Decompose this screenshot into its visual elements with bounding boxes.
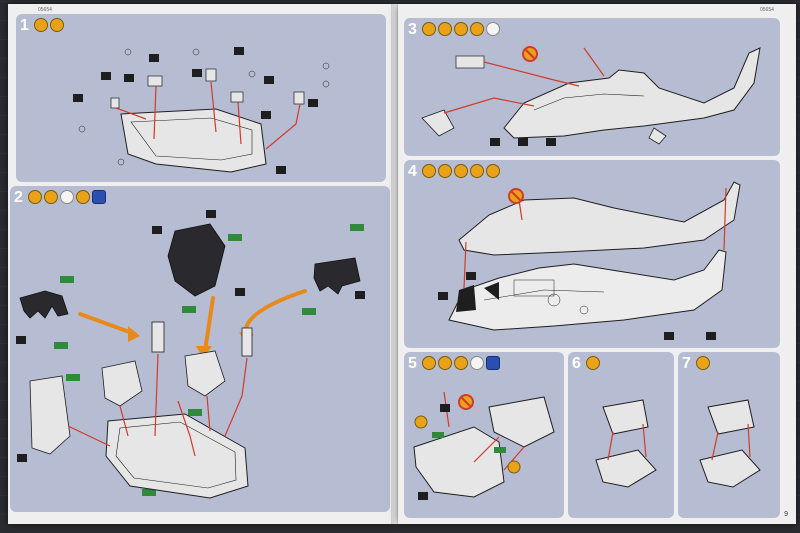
step-number: 3 [408,21,417,38]
paint-badges [34,18,64,32]
step-4-panel: 4 [404,160,780,348]
paint-badge-icon [470,356,484,370]
step-number: 2 [14,189,23,206]
right-page: 05654 3 [398,4,796,524]
paint-badges [586,356,600,370]
paint-badge-icon [50,18,64,32]
paint-badges [422,22,500,36]
paint-badge-icon [422,356,436,370]
paint-badges [422,164,500,178]
paint-badge-icon [438,164,452,178]
instruction-booklet: 05654 1 [8,4,798,524]
paint-badge-icon [34,18,48,32]
booklet-spine [391,4,401,524]
paint-badges [28,190,106,204]
paint-badge-icon [60,190,74,204]
step-number: 7 [682,355,691,372]
step-1-drawing [73,47,330,174]
paint-badge-icon [454,164,468,178]
step-4-drawing [438,181,741,340]
glue-icon [92,190,106,204]
step-1-panel: 1 [16,14,386,182]
paint-badges [422,356,500,370]
step-6-panel: 6 [568,352,674,518]
paint-badge-icon [454,22,468,36]
paint-badges [696,356,710,370]
paint-badge-icon [422,22,436,36]
page-number: 9 [784,511,788,518]
step-3-panel: 3 [404,18,780,156]
step-number: 5 [408,355,417,372]
left-folio: 05654 [38,7,52,13]
paint-badge-icon [586,356,600,370]
paint-badge-icon [44,190,58,204]
paint-badge-icon [76,190,90,204]
paint-badge-icon [438,22,452,36]
step-3-drawing [421,46,761,146]
step-2-panel: 2 [10,186,390,512]
paint-badge-icon [454,356,468,370]
right-folio: 05654 [760,7,774,13]
paint-badge-icon [470,22,484,36]
paint-badge-icon [28,190,42,204]
paint-badge-icon [486,164,500,178]
step-7-drawing [699,399,761,488]
glue-icon [486,356,500,370]
paint-badge-icon [696,356,710,370]
step-2-drawing [16,210,365,499]
paint-badge-icon [422,164,436,178]
step-7-panel: 7 [678,352,780,518]
paint-badge-icon [470,164,484,178]
paint-badge-icon [438,356,452,370]
left-page: 05654 1 [8,4,394,524]
step-number: 4 [408,163,417,180]
step-5-drawing [413,391,555,500]
paint-badge-icon [486,22,500,36]
step-number: 1 [20,17,29,34]
step-5-panel: 5 [404,352,564,518]
step-number: 6 [572,355,581,372]
step-6-drawing [595,399,657,488]
